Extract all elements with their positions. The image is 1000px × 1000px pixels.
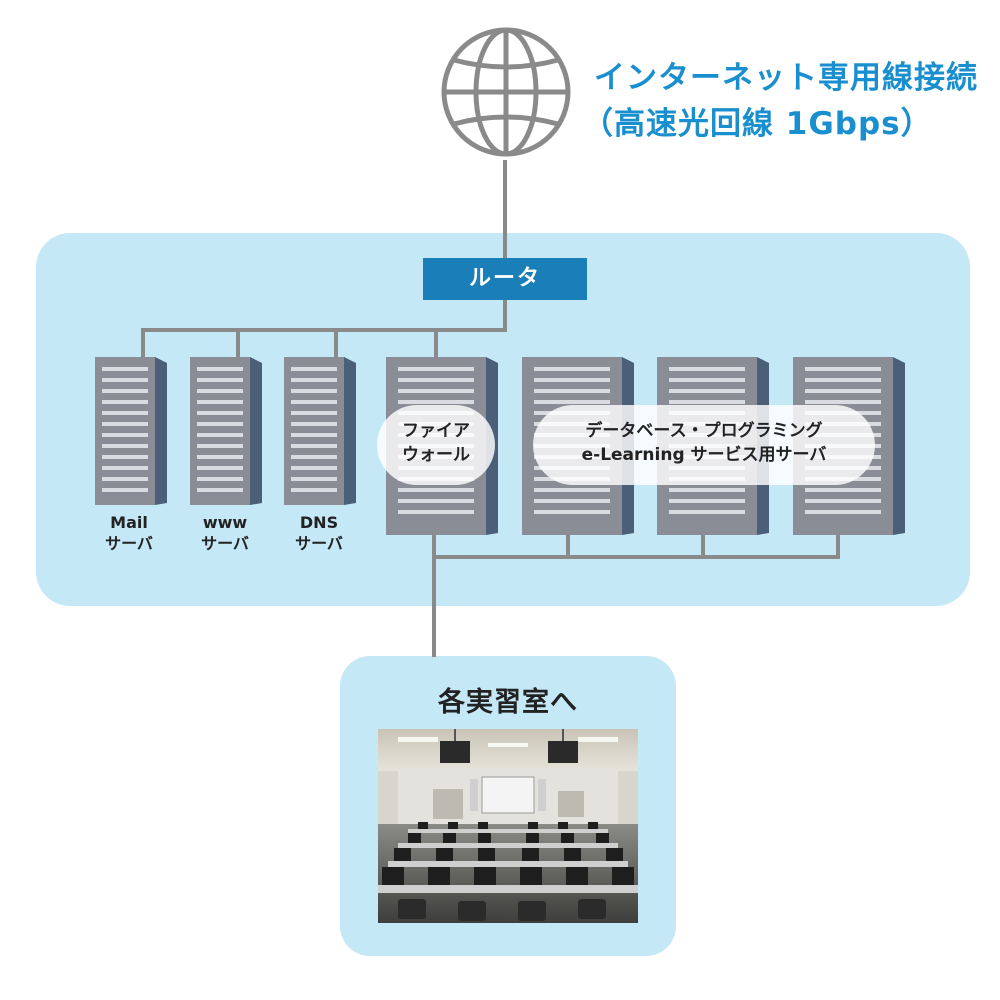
dns-drop bbox=[334, 328, 338, 358]
globe-icon bbox=[436, 22, 576, 162]
www-server-label: www サーバ bbox=[180, 512, 270, 554]
mail-label-line2: サーバ bbox=[105, 534, 153, 553]
mail-server-icon bbox=[95, 357, 167, 505]
www-label-line2: サーバ bbox=[201, 534, 249, 553]
app-label-line1: データベース・プログラミング bbox=[585, 421, 823, 441]
dns-server-label: DNS サーバ bbox=[274, 512, 364, 554]
dns-server-icon bbox=[284, 357, 356, 505]
router-down-link bbox=[503, 300, 507, 330]
mail-drop bbox=[141, 328, 145, 358]
dns-label-line1: DNS bbox=[299, 513, 339, 532]
router-box: ルータ bbox=[423, 258, 587, 300]
server-bus-bottom bbox=[432, 555, 840, 559]
firewall-down-link bbox=[432, 535, 436, 657]
www-label-line1: www bbox=[202, 513, 248, 532]
server-bus-top bbox=[141, 328, 507, 332]
firewall-label: ファイア ウォール bbox=[377, 405, 495, 485]
connection-title: インターネット専用線接続 bbox=[594, 60, 978, 96]
app-server3-drop bbox=[836, 535, 840, 557]
firewall-drop bbox=[434, 328, 438, 358]
rooms-title: 各実習室へ bbox=[438, 687, 578, 718]
dns-label-line2: サーバ bbox=[295, 534, 343, 553]
mail-server-label: Mail サーバ bbox=[84, 512, 174, 554]
app-server1-drop bbox=[566, 535, 570, 557]
mail-label-line1: Mail bbox=[110, 513, 148, 532]
app-server2-drop bbox=[701, 535, 705, 557]
app-label-line2: e-Learning サービス用サーバ bbox=[581, 445, 827, 465]
www-server-icon bbox=[190, 357, 262, 505]
www-drop bbox=[236, 328, 240, 358]
app-server-label: データベース・プログラミング e-Learning サービス用サーバ bbox=[533, 405, 875, 485]
firewall-label-line2: ウォール bbox=[402, 445, 470, 465]
firewall-label-line1: ファイア bbox=[402, 421, 470, 441]
computer-lab-photo bbox=[378, 729, 638, 923]
connection-subtitle: （高速光回線 1Gbps） bbox=[582, 106, 933, 142]
globe-router-link bbox=[503, 160, 507, 260]
